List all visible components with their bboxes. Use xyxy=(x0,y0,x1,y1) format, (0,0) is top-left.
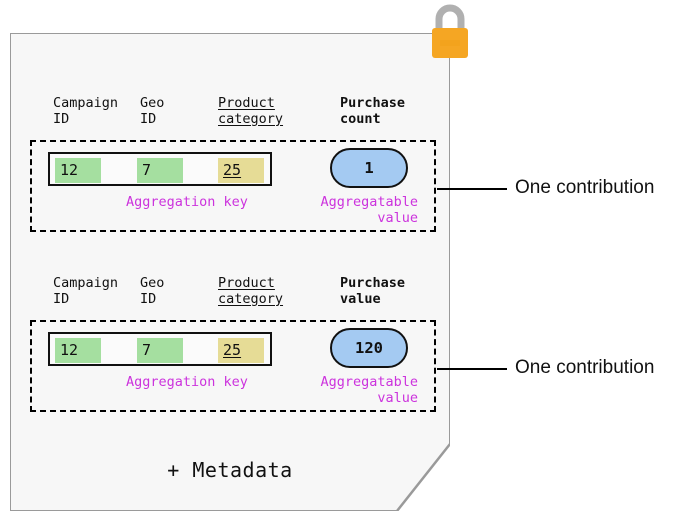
header-purchase-value: Purchase value xyxy=(340,275,406,307)
callout-label-one-contribution: One contribution xyxy=(515,177,655,198)
header-geo-id: Geo ID xyxy=(140,275,165,307)
aggregation-key-box-1: 12 7 25 xyxy=(48,152,272,186)
key-cell-campaign-id: 12 xyxy=(55,158,101,183)
aggregatable-value-oval-2: 120 xyxy=(330,328,408,368)
column-headers-2: Campaign ID Geo ID Product category Purc… xyxy=(30,275,436,320)
header-campaign-id: Campaign ID xyxy=(53,95,119,127)
header-purchase-count: Purchase count xyxy=(340,95,406,127)
aggregation-key-box-2: 12 7 25 xyxy=(48,332,272,366)
contribution-region-1: 12 7 25 1 Aggregation key Aggregatable v… xyxy=(30,140,436,232)
key-cell-campaign-id: 12 xyxy=(55,338,101,363)
callout-leader-line xyxy=(437,188,507,190)
key-cell-product-category: 25 xyxy=(218,158,264,183)
aggregatable-value-oval-1: 1 xyxy=(330,148,408,188)
lock-icon xyxy=(432,4,468,58)
annotation-aggregatable-value-1: Aggregatable value xyxy=(320,194,418,226)
callout-leader-line xyxy=(437,368,507,370)
header-geo-id: Geo ID xyxy=(140,95,165,127)
contribution-region-2: 12 7 25 120 Aggregation key Aggregatable… xyxy=(30,320,436,412)
annotation-aggregatable-value-2: Aggregatable value xyxy=(320,374,418,406)
contribution-block-1: Campaign ID Geo ID Product category Purc… xyxy=(30,95,436,232)
column-headers-1: Campaign ID Geo ID Product category Purc… xyxy=(30,95,436,140)
header-product-category: Product category xyxy=(218,95,284,127)
key-cell-geo-id: 7 xyxy=(137,158,183,183)
document-sheet xyxy=(10,33,450,511)
header-product-category: Product category xyxy=(218,275,284,307)
key-cell-geo-id: 7 xyxy=(137,338,183,363)
key-cell-product-category: 25 xyxy=(218,338,264,363)
contribution-block-2: Campaign ID Geo ID Product category Purc… xyxy=(30,275,436,412)
annotation-aggregation-key-1: Aggregation key xyxy=(126,194,248,210)
callout-label-one-contribution: One contribution xyxy=(515,357,655,378)
annotation-aggregation-key-2: Aggregation key xyxy=(126,374,248,390)
metadata-label: + Metadata xyxy=(167,458,293,482)
header-campaign-id: Campaign ID xyxy=(53,275,119,307)
